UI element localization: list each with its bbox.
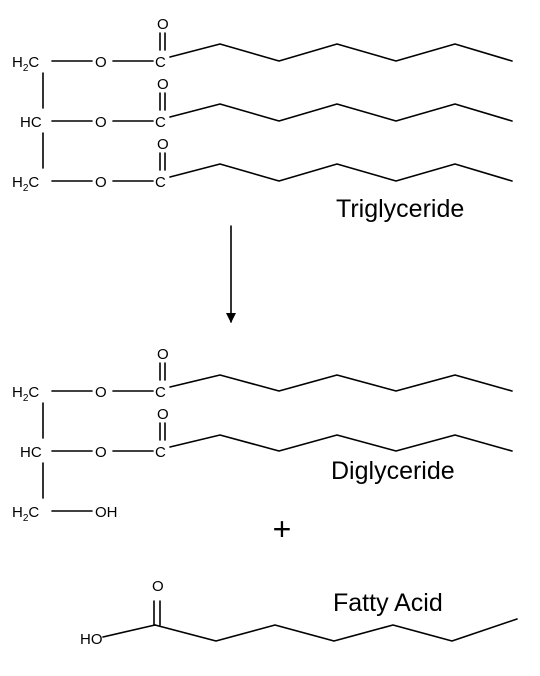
ch-atom: HC [20,114,42,131]
triglyceride-molecule: H2C O C O HC O C O H2C O [12,16,513,223]
fatty-chain [169,434,513,452]
ch2-atom: H2C [12,174,39,194]
carbonyl-carbon: C [155,444,166,461]
ch2-atom: H2C [12,384,39,404]
fatty-chain [169,43,513,62]
acid-hydroxyl: HO [80,631,103,648]
carbonyl-oxygen: O [157,346,169,363]
ester-chain-1: H2C O C O [12,346,513,404]
ch2-atom: H2C [12,54,39,74]
ester-oxygen: O [95,174,107,191]
hydroxyl-row: H2C OH [12,504,118,524]
ester-oxygen: O [95,54,107,71]
fatty-acid-label: Fatty Acid [333,589,443,617]
ester-chain-1: H2C O C O [12,16,513,74]
triglyceride-label: Triglyceride [336,195,464,223]
ester-chain-3: H2C O C O [12,136,513,194]
ester-oxygen: O [95,114,107,131]
carbonyl-oxygen: O [157,406,169,423]
carbonyl-carbon: C [155,114,166,131]
ester-chain-2: HC O C O [20,406,513,461]
diglyceride-molecule: H2C O C O HC O C O H2C OH D [12,346,513,524]
ch2-atom: H2C [12,504,39,524]
fatty-acid-molecule: Fatty Acid HO O [80,578,518,648]
ester-oxygen: O [95,444,107,461]
carbonyl-oxygen: O [157,136,169,153]
fatty-chain [169,163,513,182]
carbonyl-oxygen: O [157,76,169,93]
ester-chain-2: HC O C O [20,76,513,131]
ch-atom: HC [20,444,42,461]
carbonyl-carbon: C [155,54,166,71]
fatty-chain [169,374,513,392]
carbonyl-oxygen: O [152,578,164,595]
carbonyl-carbon: C [155,384,166,401]
diglyceride-label: Diglyceride [331,457,455,485]
plus-sign: + [273,511,292,547]
hydroxyl-group: OH [95,504,118,521]
ester-oxygen: O [95,384,107,401]
fatty-chain [154,618,518,642]
carbonyl-oxygen: O [157,16,169,33]
fatty-chain [169,103,513,122]
carbonyl-carbon: C [155,174,166,191]
